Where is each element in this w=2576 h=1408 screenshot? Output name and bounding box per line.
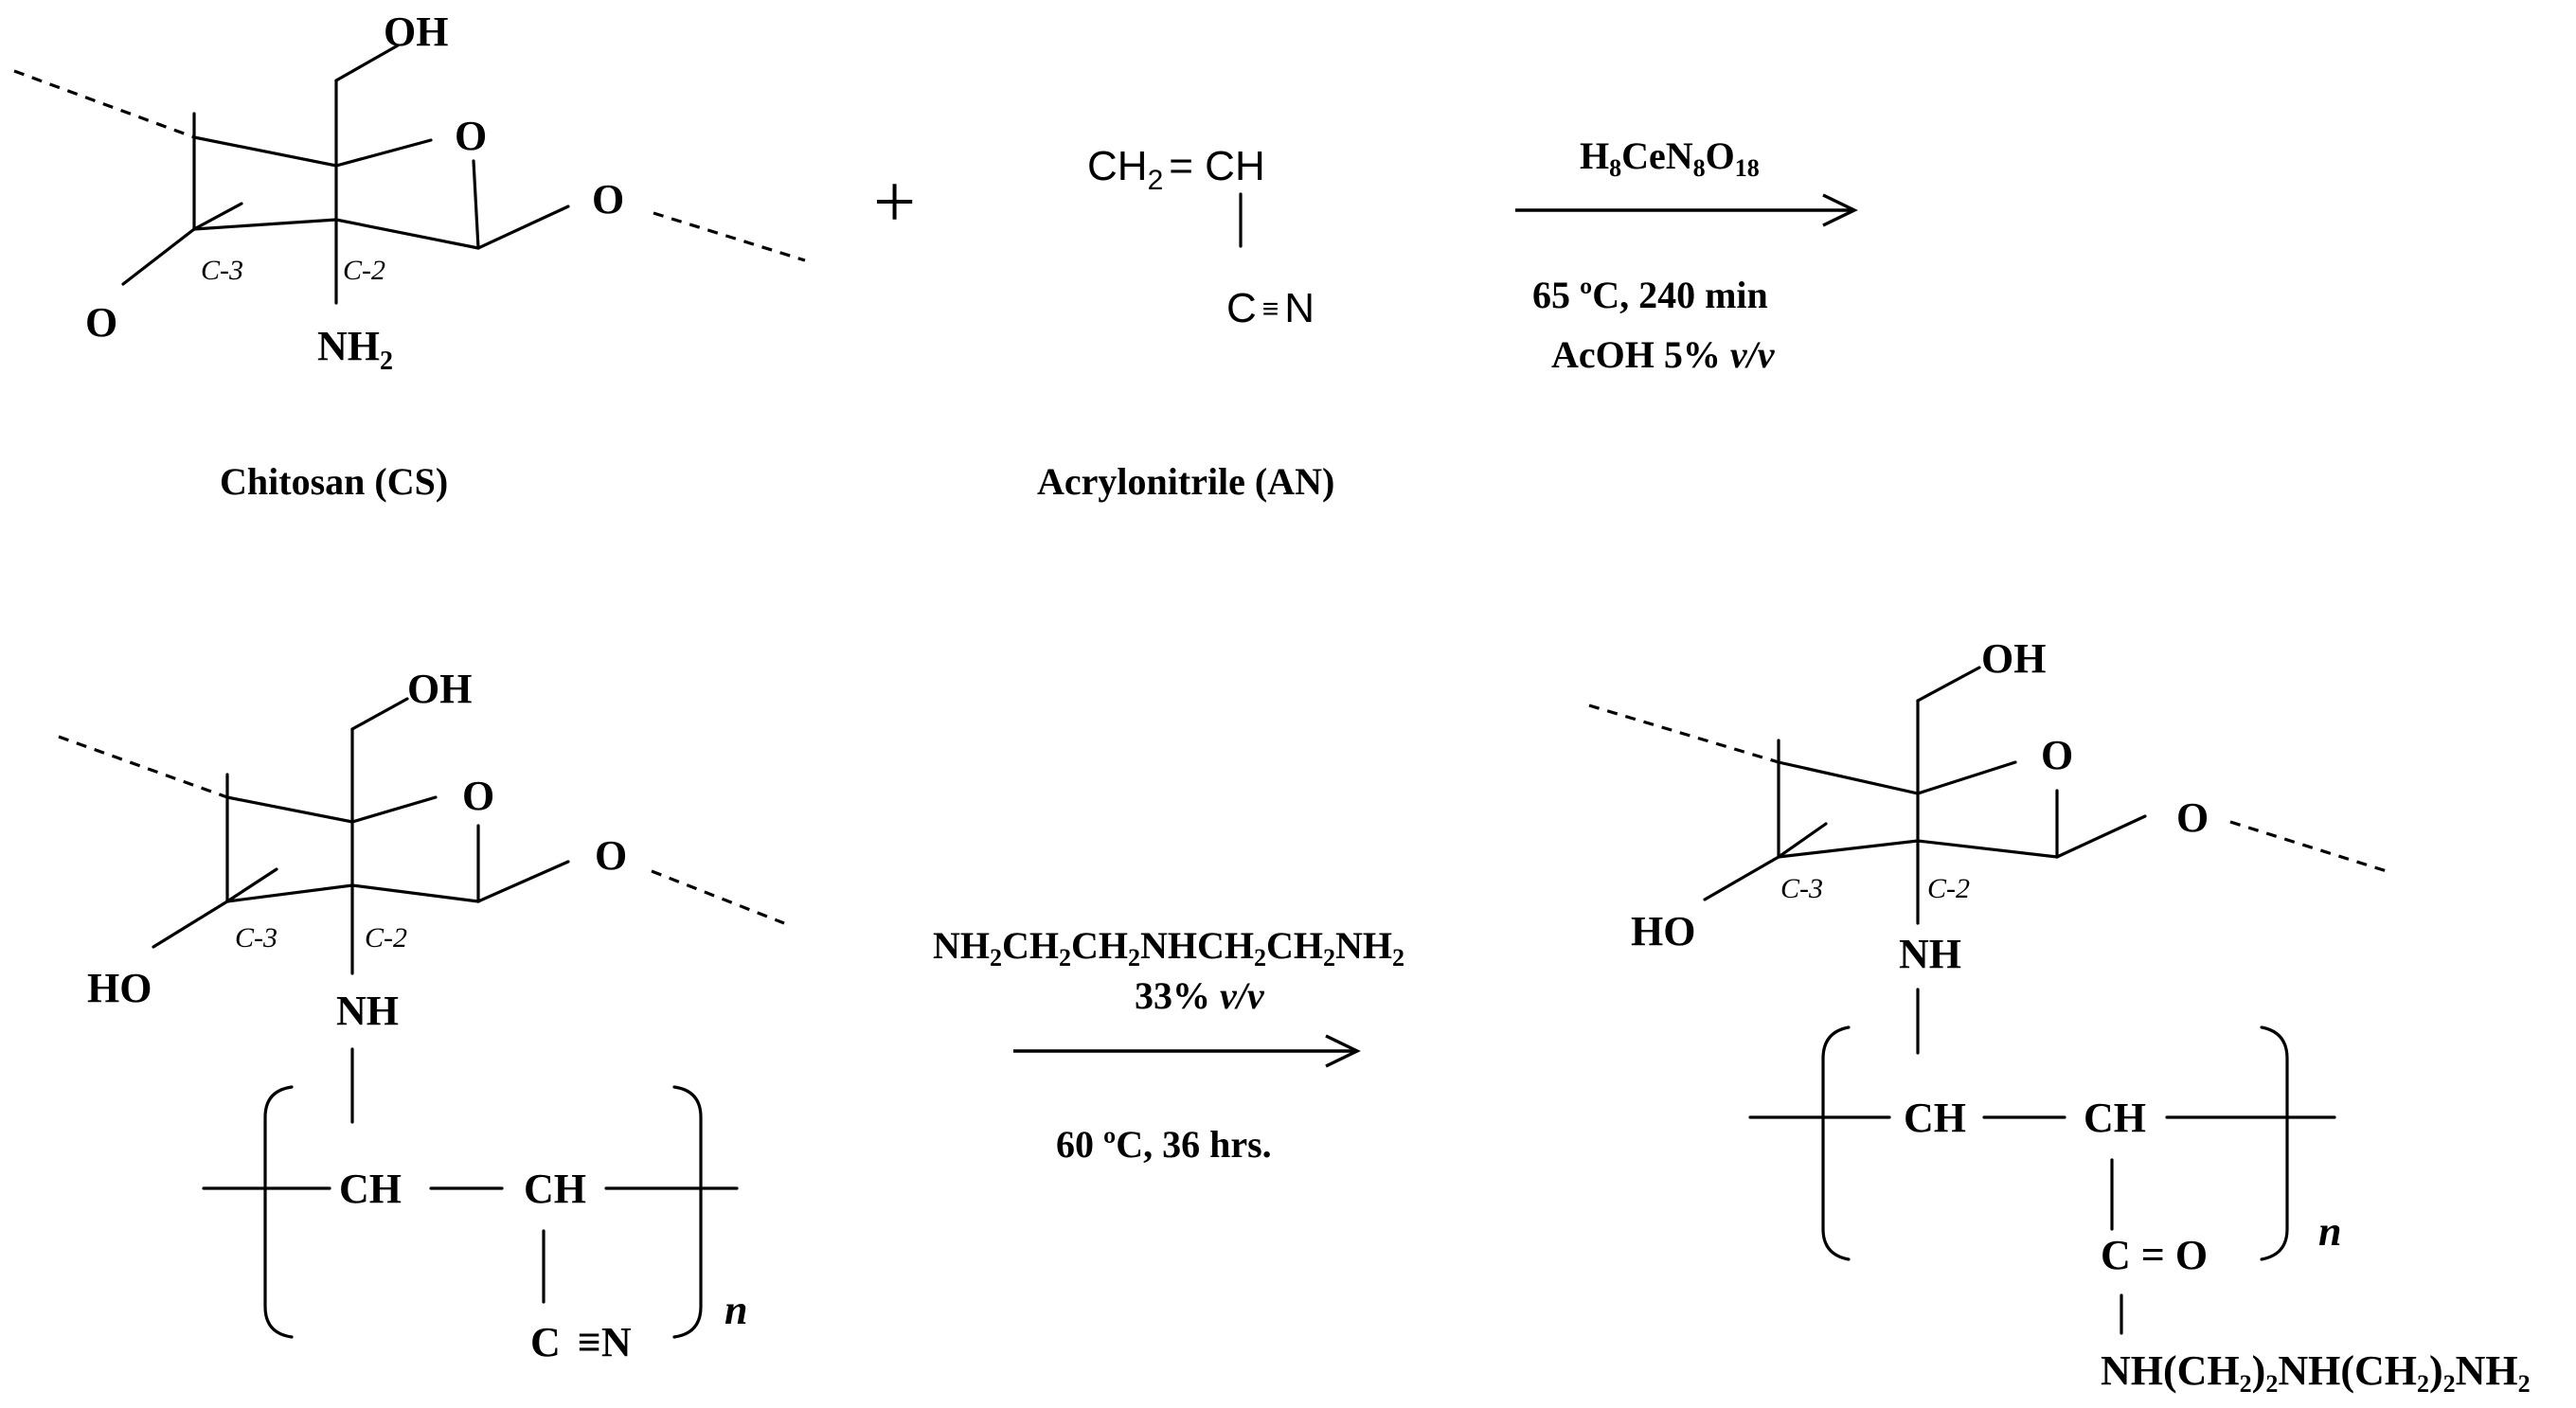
intermediate-c1-o-bond <box>476 860 570 903</box>
intermediate-nh-label: NH <box>336 988 399 1034</box>
chitosan-ring-top-bonds <box>192 135 433 168</box>
intermediate-left-chain-dash <box>58 735 228 799</box>
intermediate-c3-h-bond <box>225 867 278 903</box>
intermediate-ring-oxygen: O <box>462 773 494 819</box>
acrylonitrile-name: Acrylonitrile (AN) <box>1037 460 1334 503</box>
product-amide-chain: NH(CH2)2NH(CH2)2NH2 <box>2101 1347 2531 1398</box>
intermediate-ch-left: CH <box>339 1166 402 1212</box>
chitosan-oh-label: OH <box>384 9 448 55</box>
chitosan-structure: OH O O O C-3 C-2 NH2 Chitosan (CS) <box>13 9 806 503</box>
chitosan-right-chain-dash <box>653 211 806 262</box>
step2-reagent: NH2CH2CH2NHCH2CH2NH2 <box>933 924 1404 971</box>
chitosan-name: Chitosan (CS) <box>220 460 448 503</box>
intermediate-c2-label: C-2 <box>365 922 407 954</box>
step1-solvent: AcOH 5% v/v <box>1551 333 1776 376</box>
step2-reaction-arrow: NH2CH2CH2NHCH2CH2NH2 33% v/v 60 ºC, 36 h… <box>933 924 1404 1166</box>
product-left-bracket <box>1821 1025 1851 1261</box>
product-ch-right: CH <box>2084 1095 2146 1141</box>
intermediate-ch2-oh-bond <box>350 697 409 731</box>
step2-concentration: 33% v/v <box>1135 974 1265 1017</box>
product-c1-o-bond <box>2055 814 2147 859</box>
product-right-bracket <box>2260 1025 2289 1261</box>
chitosan-amine-label: NH2 <box>317 323 393 376</box>
product-nh-label: NH <box>1899 931 1961 977</box>
intermediate-ring-top-bonds <box>225 795 438 824</box>
step1-arrow-head <box>1822 193 1858 227</box>
chitosan-c3-oxygen: O <box>85 299 117 346</box>
product-c2-label: C-2 <box>1927 873 1970 904</box>
product-carbonyl: C = O <box>2101 1232 2208 1278</box>
chitosan-c3-o-bond <box>121 227 196 286</box>
product-ch-left: CH <box>1904 1095 1966 1141</box>
chitosan-c3-h-bond <box>192 202 243 231</box>
product-left-chain-dash <box>1588 704 1780 764</box>
product-oh-label: OH <box>1981 635 2046 682</box>
product-c3-label: C-3 <box>1780 873 1823 904</box>
product-repeat-n: n <box>2318 1208 2341 1255</box>
intermediate-oh-label: OH <box>407 666 472 712</box>
step1-reaction-arrow: H8CeN8O18 65 ºC, 240 min AcOH 5% v/v <box>1515 134 1858 376</box>
cs-g-pan-intermediate: OH O O HO C-3 C-2 NH CH CH C≡N n <box>58 666 785 1365</box>
intermediate-ho-label: HO <box>87 965 152 1011</box>
product-structure: OH O O HO C-3 C-2 NH CH CH C = O n NH(CH… <box>1588 635 2531 1398</box>
intermediate-glycosidic-oxygen: O <box>595 832 627 879</box>
step1-reagent: H8CeN8O18 <box>1580 134 1760 182</box>
chitosan-left-chain-dash <box>13 69 195 139</box>
product-right-chain-dash <box>2229 820 2388 873</box>
product-ring-top-bonds <box>1777 760 2017 795</box>
product-c3-h-bond <box>1777 822 1828 859</box>
step2-temp-time: 60 ºC, 36 hrs. <box>1056 1123 1272 1166</box>
chitosan-c1-o-bond <box>476 205 570 250</box>
plus-sign: + <box>873 161 916 244</box>
intermediate-right-bracket <box>672 1085 703 1339</box>
acrylonitrile-ch2-ch: CH2= CH <box>1087 143 1265 196</box>
chitosan-ch2-oh-bond <box>334 44 400 82</box>
chitosan-glycosidic-oxygen: O <box>592 176 624 223</box>
chitosan-ring-oxygen: O <box>455 113 487 159</box>
intermediate-c3-label: C-3 <box>235 922 277 954</box>
intermediate-left-bracket <box>263 1085 294 1339</box>
step1-temp-time: 65 ºC, 240 min <box>1532 274 1768 316</box>
intermediate-ch-right: CH <box>524 1166 586 1212</box>
acrylonitrile-structure: CH2= CH C≡N Acrylonitrile (AN) <box>1037 143 1334 503</box>
product-c3-oh-bond <box>1703 855 1780 901</box>
product-ring-oxygen: O <box>2041 732 2073 778</box>
intermediate-repeat-n: n <box>724 1287 747 1333</box>
product-ho-label: HO <box>1631 908 1695 954</box>
chitosan-c1-o5-bond <box>472 159 480 250</box>
intermediate-nitrile: C≡N <box>530 1319 632 1365</box>
chitosan-c2-label: C-2 <box>343 255 385 286</box>
step2-arrow-head <box>1325 1034 1361 1068</box>
product-glycosidic-oxygen: O <box>2176 794 2209 841</box>
intermediate-c3-oh-bond <box>152 900 229 949</box>
acrylonitrile-nitrile: C≡N <box>1226 285 1315 331</box>
intermediate-right-chain-dash <box>651 869 785 925</box>
product-ch2-oh-bond <box>1916 666 1981 703</box>
chitosan-c3-label: C-3 <box>201 255 243 286</box>
